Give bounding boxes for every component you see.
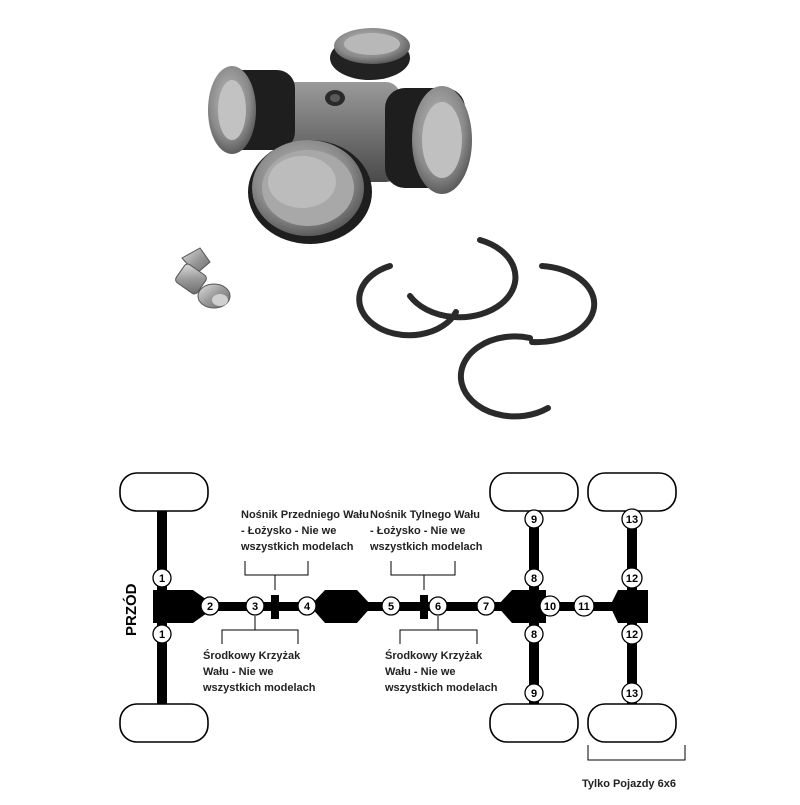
- bearing-cup-left: [208, 66, 295, 154]
- joint-marker-5: 5: [381, 596, 401, 616]
- center-joint-2-label-line1: Środkowy Krzyżak: [385, 649, 483, 662]
- drivetrain-diagram: PRZÓD Nośnik Przedniego Wału - Łożysko -…: [119, 472, 686, 790]
- joint-marker-1-bottom: 1: [152, 624, 172, 644]
- joint-marker-6: 6: [428, 596, 448, 616]
- svg-text:1: 1: [159, 629, 165, 641]
- svg-text:7: 7: [483, 601, 489, 613]
- wheel-rear-left: [489, 472, 579, 512]
- svg-text:12: 12: [626, 629, 638, 641]
- joint-marker-8-bottom: 8: [524, 624, 544, 644]
- third-differential: [610, 590, 648, 623]
- svg-text:8: 8: [531, 573, 537, 585]
- joint-marker-3: 3: [245, 596, 265, 616]
- bearing-cup-top: [330, 28, 410, 80]
- center-joint-1-label-line1: Środkowy Krzyżak: [203, 649, 301, 662]
- snap-rings: [356, 237, 598, 420]
- joint-marker-13-bottom: 13: [621, 682, 643, 704]
- rear-carrier-label-line1: Nośnik Tylnego Wału: [370, 509, 480, 521]
- wheel-third-left: [587, 472, 677, 512]
- universal-joint-cross: [208, 28, 472, 244]
- transfer-case: [310, 590, 372, 623]
- wheel-third-right: [587, 703, 677, 743]
- svg-text:3: 3: [252, 601, 258, 613]
- svg-text:9: 9: [531, 514, 537, 526]
- center-joint-2-label-line2: Wału - Nie we: [385, 666, 456, 678]
- joint-marker-9-top: 9: [524, 509, 544, 529]
- svg-text:13: 13: [626, 688, 638, 700]
- bearing-cup-right: [385, 86, 472, 194]
- snap-ring-4: [529, 263, 598, 346]
- joint-marker-10: 10: [539, 595, 561, 617]
- rear-differential: [497, 590, 546, 623]
- joint-marker-2: 2: [200, 596, 220, 616]
- snap-ring-2: [407, 237, 519, 321]
- joint-marker-7: 7: [476, 596, 496, 616]
- grease-fitting: [175, 247, 231, 309]
- svg-text:10: 10: [544, 601, 556, 613]
- joint-marker-12-bottom: 12: [621, 623, 643, 645]
- joint-marker-13-top: 13: [621, 508, 643, 530]
- callout-lines: [221, 561, 686, 761]
- svg-text:13: 13: [626, 514, 638, 526]
- front-carrier-bearing: [271, 595, 279, 619]
- svg-text:8: 8: [531, 629, 537, 641]
- joint-marker-4: 4: [297, 596, 317, 616]
- svg-text:1: 1: [159, 573, 165, 585]
- joint-marker-8-top: 8: [524, 568, 544, 588]
- drive-shaft-6x6: [560, 602, 640, 611]
- svg-text:9: 9: [531, 688, 537, 700]
- joint-marker-11: 11: [573, 595, 595, 617]
- svg-text:6: 6: [435, 601, 441, 613]
- wheel-rear-right: [489, 703, 579, 743]
- six-by-six-label: Tylko Pojazdy 6x6: [582, 778, 676, 790]
- joint-marker-1-top: 1: [152, 568, 172, 588]
- center-joint-1-label-line2: Wału - Nie we: [203, 666, 274, 678]
- bearing-cup-front: [248, 140, 372, 244]
- svg-text:12: 12: [626, 573, 638, 585]
- front-carrier-label-line1: Nośnik Przedniego Wału: [241, 509, 369, 521]
- snap-ring-3: [457, 333, 551, 420]
- rear-carrier-label-line3: wszystkich modelach: [369, 541, 483, 553]
- rear-carrier-label-line2: - Łożysko - Nie we: [370, 525, 465, 537]
- wheel-front-left: [119, 472, 209, 512]
- center-joint-1-label-line3: wszystkich modelach: [202, 682, 316, 694]
- rear-carrier-bearing: [420, 595, 428, 619]
- svg-text:2: 2: [207, 601, 213, 613]
- svg-text:5: 5: [388, 601, 394, 613]
- joint-markers: 1 1 2 3 4 5 6 7 8 8 9 9 10 11 12 12 13 1…: [152, 508, 643, 704]
- front-differential: [153, 590, 207, 623]
- drive-shaft: [200, 602, 560, 611]
- svg-text:4: 4: [304, 601, 311, 613]
- center-joint-2-label-line3: wszystkich modelach: [384, 682, 498, 694]
- svg-text:11: 11: [578, 601, 590, 613]
- joint-marker-12-top: 12: [621, 567, 643, 589]
- front-carrier-label-line2: - Łożysko - Nie we: [241, 525, 336, 537]
- wheel-front-right: [119, 703, 209, 743]
- snap-ring-1: [356, 263, 459, 339]
- front-label: PRZÓD: [122, 583, 140, 636]
- front-carrier-label-line3: wszystkich modelach: [240, 541, 354, 553]
- joint-marker-9-bottom: 9: [524, 683, 544, 703]
